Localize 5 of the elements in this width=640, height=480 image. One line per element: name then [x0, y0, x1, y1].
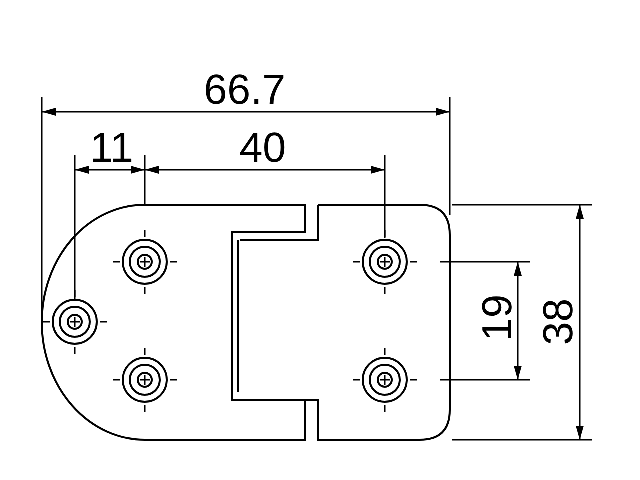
dimension-label: 38 [536, 298, 579, 346]
dimension-label: 11 [90, 127, 134, 169]
dimension-label: 66.7 [204, 69, 286, 111]
dimension-label: 19 [476, 294, 518, 342]
dimension-label: 40 [240, 127, 286, 169]
